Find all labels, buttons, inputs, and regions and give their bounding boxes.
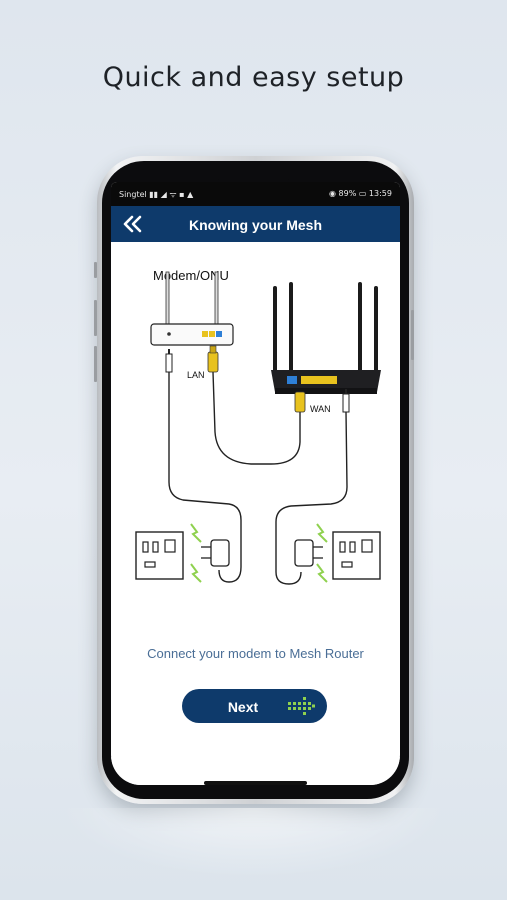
right-wall-socket (332, 531, 381, 580)
double-chevron-left-icon[interactable] (121, 214, 145, 234)
modem-label: Modem/ONU (153, 268, 229, 283)
phone-side-button (94, 262, 97, 278)
lan-wan-cable (212, 371, 301, 465)
left-wall-socket (135, 531, 184, 580)
left-power-adapter (201, 539, 230, 567)
router-power-plug (342, 389, 350, 413)
instruction-text: Connect your modem to Mesh Router (147, 646, 364, 661)
app-screen: Singtel ▮▮ ◢ ᯤ ▪ ▲ ◉ 89% ▭ 13:59 Knowing… (111, 182, 400, 785)
left-power-bolt-top (190, 523, 202, 543)
status-bar: Singtel ▮▮ ◢ ᯤ ▪ ▲ ◉ 89% ▭ 13:59 (111, 182, 400, 206)
status-bar-right: ◉ 89% ▭ 13:59 (328, 189, 392, 198)
phone-volume-up-button (94, 300, 97, 336)
bottom-safe-area (111, 757, 400, 785)
modem-device (150, 271, 234, 346)
status-bar-left: Singtel ▮▮ ◢ ᯤ ▪ ▲ (119, 190, 194, 199)
lan-label: LAN (187, 370, 205, 380)
phone-volume-down-button (94, 346, 97, 382)
right-power-bolt-top (316, 523, 328, 543)
phone-power-button (411, 310, 414, 360)
wan-connector (294, 391, 306, 413)
arrow-right-icon (287, 697, 315, 715)
app-bar: Knowing your Mesh (111, 206, 400, 242)
next-button[interactable]: Next (182, 689, 327, 723)
modem-power-cable (168, 372, 242, 583)
next-button-label: Next (227, 699, 259, 715)
wan-label: WAN (310, 404, 331, 414)
page-title: Knowing your Mesh (189, 217, 322, 233)
left-power-bolt-bottom (190, 563, 202, 583)
promo-headline: Quick and easy setup (102, 62, 405, 93)
right-power-adapter (294, 539, 323, 567)
lan-connector (207, 345, 219, 373)
router-power-cable (275, 411, 348, 585)
connection-diagram: Modem/ONU LAN WAN (111, 242, 400, 617)
modem-power-plug (165, 349, 173, 373)
mesh-router-device (271, 282, 381, 394)
right-power-bolt-bottom (316, 563, 328, 583)
home-indicator[interactable] (204, 781, 307, 785)
phone-reflection (60, 808, 447, 878)
